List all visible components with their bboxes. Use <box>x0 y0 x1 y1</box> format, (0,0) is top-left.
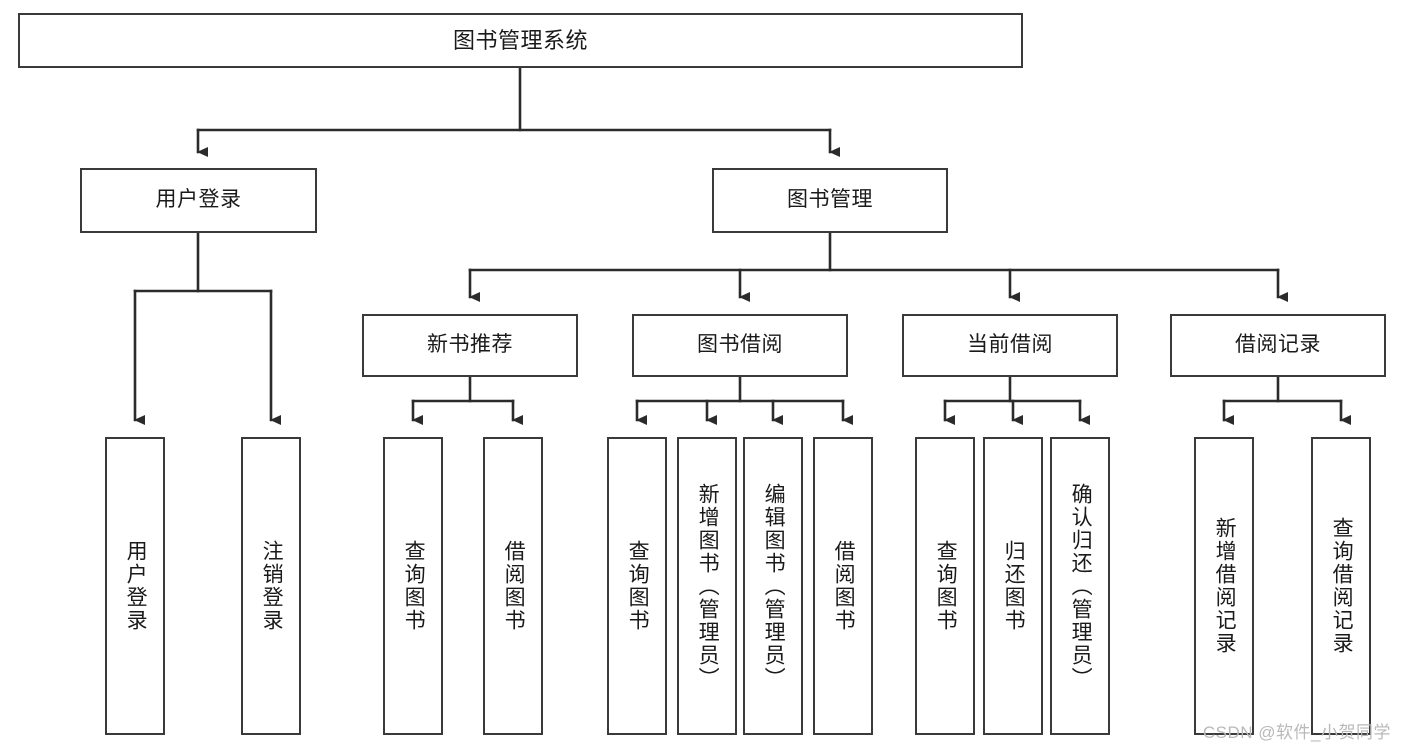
node-book-manage[interactable]: 图书管理 <box>712 168 948 233</box>
node-leaf-borrow-book-1[interactable]: 借阅图书 <box>483 437 543 735</box>
node-leaf-user-login-label: 用户登录 <box>124 540 148 632</box>
node-leaf-add-book-label: 新增图书（管理员） <box>696 482 720 690</box>
node-leaf-query-book-3[interactable]: 查询图书 <box>915 437 975 735</box>
node-borrow-record-label: 借阅记录 <box>1235 333 1321 357</box>
node-leaf-add-record-label: 新增借阅记录 <box>1213 517 1237 655</box>
node-root[interactable]: 图书管理系统 <box>18 13 1023 68</box>
node-borrow-record[interactable]: 借阅记录 <box>1170 314 1386 377</box>
node-leaf-borrow-book-2-label: 借阅图书 <box>832 540 856 632</box>
node-leaf-query-book-2-label: 查询图书 <box>626 540 650 632</box>
csdn-watermark: CSDN @软件_小贺同学 <box>1202 723 1391 742</box>
node-leaf-query-book-1[interactable]: 查询图书 <box>383 437 443 735</box>
node-leaf-add-record[interactable]: 新增借阅记录 <box>1194 437 1254 735</box>
node-leaf-logout-login-label: 注销登录 <box>260 540 284 632</box>
node-user-login-label: 用户登录 <box>155 188 242 212</box>
node-leaf-borrow-book-2[interactable]: 借阅图书 <box>813 437 873 735</box>
node-leaf-query-record-label: 查询借阅记录 <box>1330 517 1354 655</box>
node-new-book-recommend[interactable]: 新书推荐 <box>362 314 578 377</box>
node-book-borrow[interactable]: 图书借阅 <box>632 314 848 377</box>
node-leaf-return-book-label: 归还图书 <box>1002 540 1026 632</box>
node-leaf-query-book-3-label: 查询图书 <box>934 540 958 632</box>
node-leaf-return-book[interactable]: 归还图书 <box>983 437 1043 735</box>
node-user-login[interactable]: 用户登录 <box>80 168 317 233</box>
node-leaf-confirm-return[interactable]: 确认归还（管理员） <box>1050 437 1110 735</box>
node-current-borrow-label: 当前借阅 <box>967 333 1053 357</box>
node-leaf-edit-book-label: 编辑图书（管理员） <box>762 482 786 690</box>
node-leaf-confirm-return-label: 确认归还（管理员） <box>1069 482 1093 690</box>
node-root-label: 图书管理系统 <box>452 27 588 53</box>
node-leaf-logout-login[interactable]: 注销登录 <box>241 437 301 735</box>
node-book-borrow-label: 图书借阅 <box>697 333 783 357</box>
node-leaf-query-book-1-label: 查询图书 <box>402 540 426 632</box>
node-leaf-borrow-book-1-label: 借阅图书 <box>502 540 526 632</box>
node-leaf-user-login[interactable]: 用户登录 <box>105 437 165 735</box>
node-leaf-query-record[interactable]: 查询借阅记录 <box>1311 437 1371 735</box>
node-leaf-query-book-2[interactable]: 查询图书 <box>607 437 667 735</box>
node-leaf-add-book[interactable]: 新增图书（管理员） <box>677 437 737 735</box>
node-new-book-recommend-label: 新书推荐 <box>427 333 513 357</box>
node-book-manage-label: 图书管理 <box>787 188 873 212</box>
node-current-borrow[interactable]: 当前借阅 <box>902 314 1118 377</box>
node-leaf-edit-book[interactable]: 编辑图书（管理员） <box>743 437 803 735</box>
